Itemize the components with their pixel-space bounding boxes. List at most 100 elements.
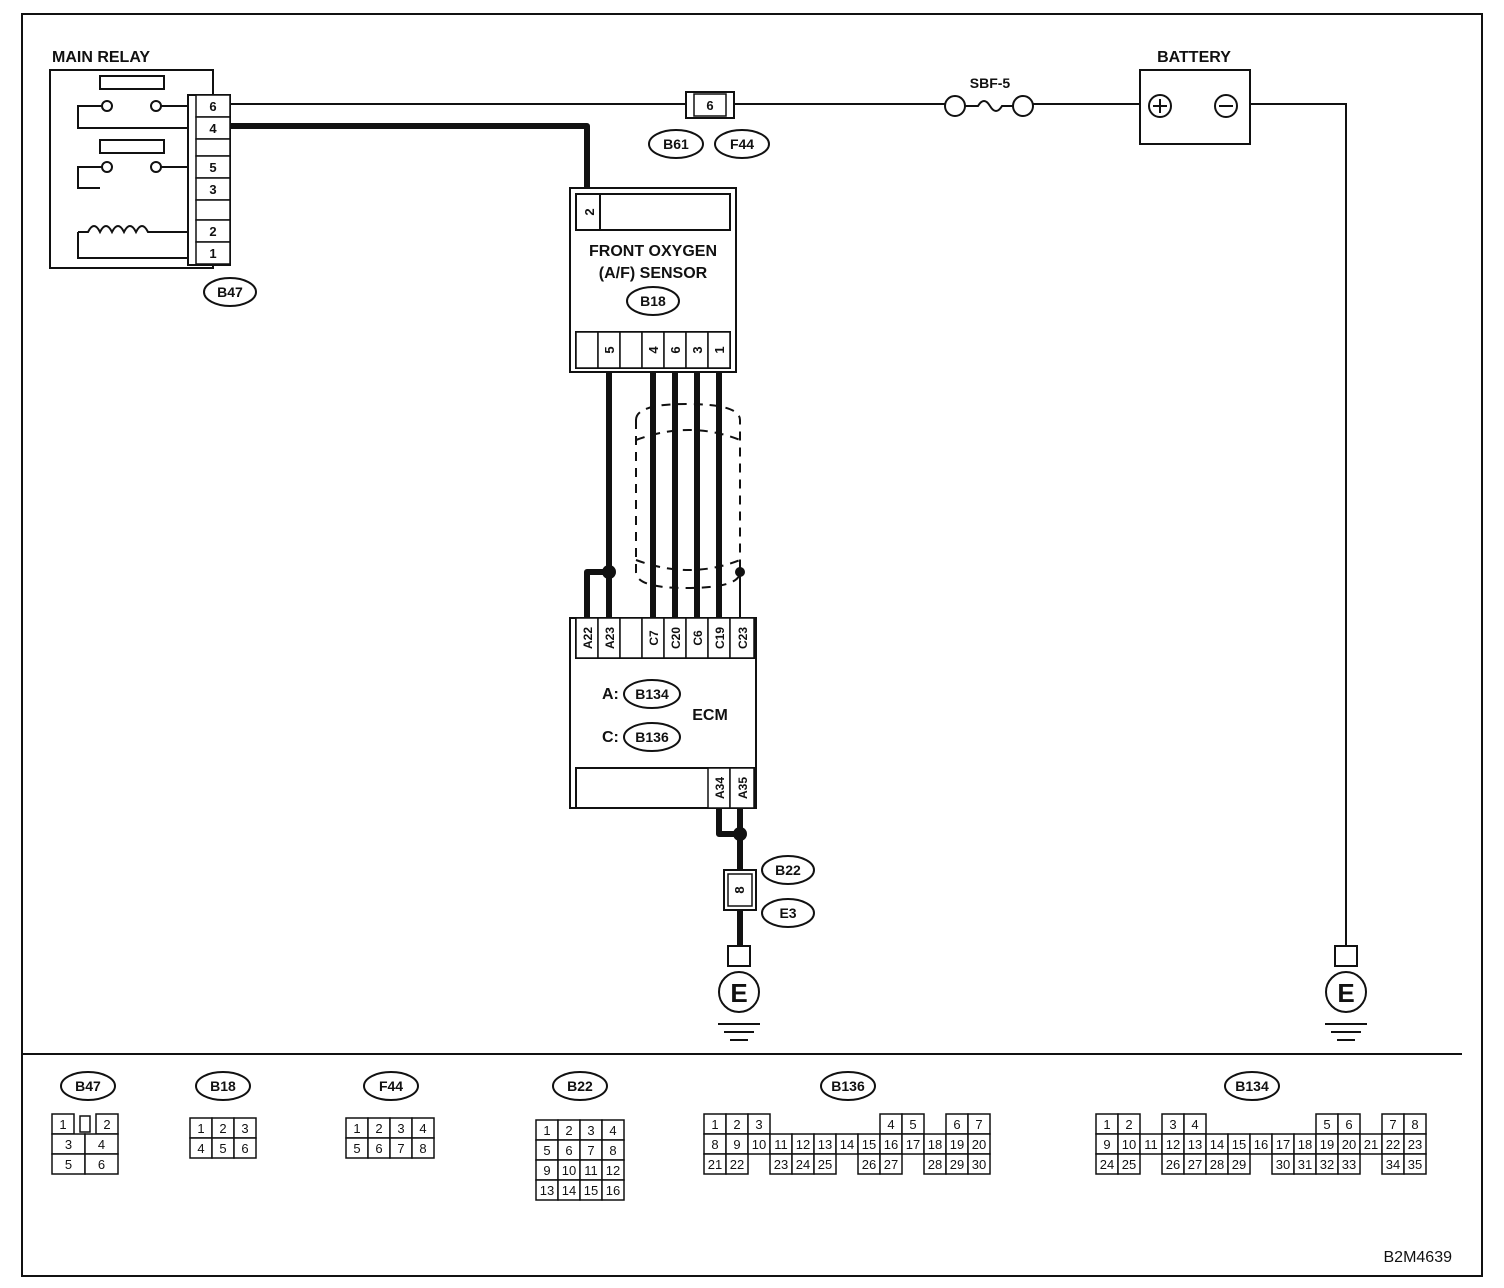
connector-view-label: F44 (379, 1078, 403, 1094)
sensor-label: (A/F) SENSOR (599, 265, 708, 282)
ground-label: E (730, 978, 747, 1008)
connector-cell (1227, 1153, 1251, 1175)
ground-icon: E (1325, 945, 1367, 1041)
connector-view-tag (60, 1071, 116, 1101)
figure-id: B2M4639 (1384, 1249, 1453, 1266)
connector-pin-label: 12 (796, 1137, 810, 1152)
ecm-pin: C6 (691, 630, 705, 646)
connector-pin-label: 5 (1323, 1117, 1330, 1132)
connector-tag (761, 855, 815, 885)
connector-pin-label: 35 (1408, 1157, 1422, 1172)
connector-tag (714, 129, 770, 159)
connector-pin-label: 2 (375, 1121, 382, 1136)
connector-pin-label: 24 (796, 1157, 810, 1172)
connector-pin-label: 25 (1122, 1157, 1136, 1172)
junction-dot (733, 827, 747, 841)
connector-key (79, 1115, 91, 1133)
ecm-pin: C7 (647, 630, 661, 646)
shield-line (635, 559, 741, 571)
connector-pin-label: 33 (1342, 1157, 1356, 1172)
connector-pin-label: 5 (219, 1141, 226, 1156)
connector-pin-label: 11 (1144, 1137, 1158, 1152)
sensor-pin: 6 (668, 346, 683, 353)
ecm-pin: C19 (713, 627, 727, 649)
ecm-pin: A23 (603, 627, 617, 649)
relay-pin: 3 (209, 182, 216, 197)
connector-pin-label: 30 (1276, 1157, 1290, 1172)
connector-pin-label: 17 (1276, 1137, 1290, 1152)
connector-pin-label: 9 (733, 1137, 740, 1152)
ecm-connector-a: B134 (635, 686, 669, 702)
connector-pin-label: 27 (884, 1157, 898, 1172)
connector-view-label: B22 (567, 1078, 593, 1094)
connector-pin-label: 26 (862, 1157, 876, 1172)
connector-cell (813, 1153, 837, 1175)
relay-pin: 2 (209, 224, 216, 239)
junction-dot (602, 565, 616, 579)
connector-view-tag (363, 1071, 419, 1101)
connector-pin-label: 6 (953, 1117, 960, 1132)
ground-icon: E (718, 945, 760, 1041)
connector-pin-label: 8 (419, 1141, 426, 1156)
relay-pin-strip: 6 4 5 3 2 1 (187, 94, 231, 266)
connector-tag-label: B22 (775, 862, 801, 878)
relay-pin: 4 (209, 121, 217, 136)
connector-pin-label: 13 (818, 1137, 832, 1152)
connector-pin-label: 4 (1191, 1117, 1198, 1132)
ecm-pin: C20 (669, 627, 683, 649)
inline-connector-top: 6 B61 F44 (648, 91, 770, 159)
connector-view-tag (552, 1071, 608, 1101)
connector-tag-label: E3 (779, 905, 796, 921)
connector-pin-label: 1 (1103, 1117, 1110, 1132)
connector-pin-label: 18 (1298, 1137, 1312, 1152)
connector-pin-label: 3 (755, 1117, 762, 1132)
sensor-label: FRONT OXYGEN (589, 243, 717, 260)
connector-pin-label: 32 (1320, 1157, 1334, 1172)
ecm-pin: C23 (736, 627, 750, 649)
connector-pin-label: 6 (375, 1141, 382, 1156)
connector-pin-label: 6 (241, 1141, 248, 1156)
connector-pin-label: 6 (1345, 1117, 1352, 1132)
connector-pin-label: 17 (906, 1137, 920, 1152)
connector-pin-label: 28 (928, 1157, 942, 1172)
connector-tag-label: F44 (730, 136, 754, 152)
wire (230, 123, 590, 188)
connector-pin-label: 1 (543, 1123, 550, 1138)
relay-switch-icon (77, 139, 190, 189)
connector-pin-label: 10 (752, 1137, 766, 1152)
ecm-label: ECM (692, 707, 728, 724)
battery: BATTERY (1139, 49, 1251, 145)
connector-pin-label: 16 (884, 1137, 898, 1152)
ecm-connector-c: B136 (635, 729, 669, 745)
junction-dot (735, 567, 745, 577)
connector-pin-label: 23 (1408, 1137, 1422, 1152)
connector-view-tag (1224, 1071, 1280, 1101)
negative-terminal-icon (1214, 94, 1238, 118)
connector-pin-label: 8 (1411, 1117, 1418, 1132)
battery-label: BATTERY (1157, 49, 1231, 66)
connector-pin-label: 9 (1103, 1137, 1110, 1152)
fuse-label: SBF-5 (970, 75, 1011, 91)
connector-pin-label: 2 (219, 1121, 226, 1136)
connector-cell (1403, 1153, 1427, 1175)
connector-pin-label: 31 (1298, 1157, 1312, 1172)
connector-pin-label: 1 (197, 1121, 204, 1136)
connector-pin-label: 29 (950, 1157, 964, 1172)
connector-view-label: B47 (75, 1078, 101, 1094)
connector-pin-label: 2 (565, 1123, 572, 1138)
connector-pin-label: 24 (1100, 1157, 1114, 1172)
connector-pin-label: 18 (928, 1137, 942, 1152)
ecm-connector-prefix: A: (602, 686, 619, 703)
connector-pin-label: 23 (774, 1157, 788, 1172)
connector-view-tag (820, 1071, 876, 1101)
connector-cell (879, 1153, 903, 1175)
connector-cell (233, 1137, 257, 1159)
connector-pin-label: 15 (862, 1137, 876, 1152)
ecm-pin: A35 (736, 777, 750, 799)
connector-pin-label: 14 (840, 1137, 854, 1152)
connector-pin-label: 22 (1386, 1137, 1400, 1152)
connector-pin-label: 1 (711, 1117, 718, 1132)
connector-pin-label: 19 (1320, 1137, 1334, 1152)
ecm-connector-prefix: C: (602, 729, 619, 746)
connector-pin-label: 7 (397, 1141, 404, 1156)
